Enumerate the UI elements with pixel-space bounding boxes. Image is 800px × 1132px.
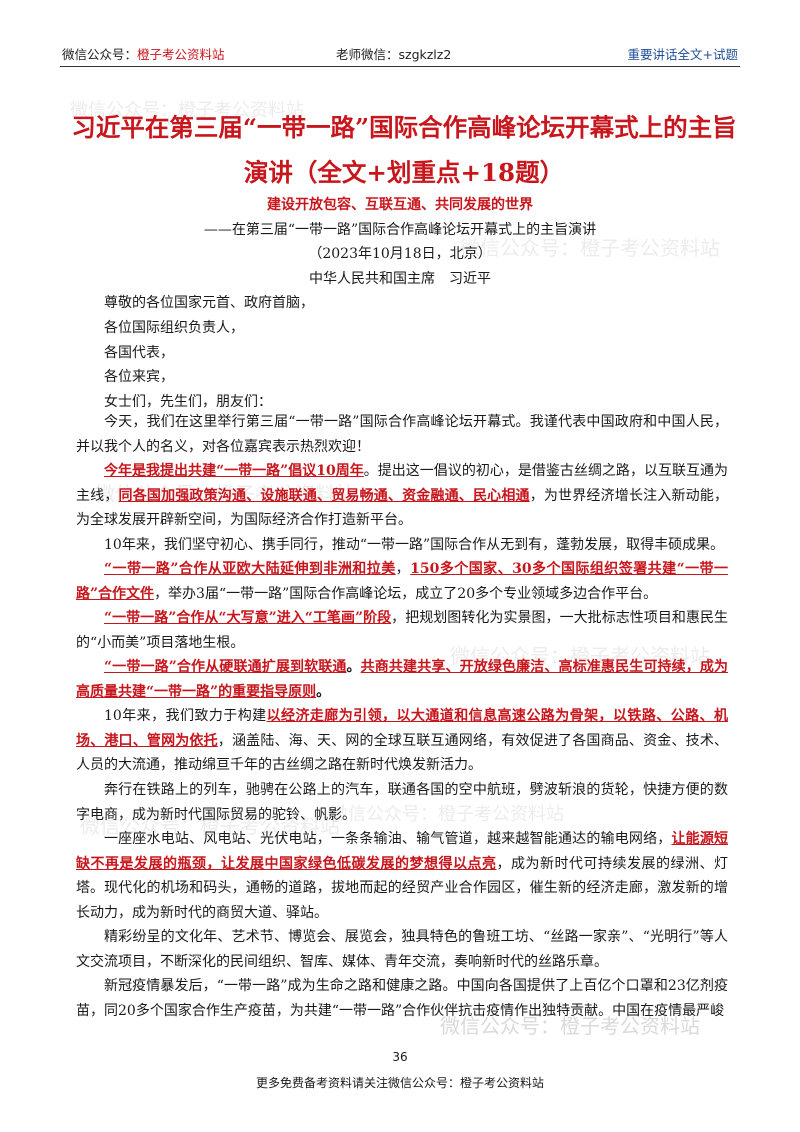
key-point-highlight: 共商共建共享、开放绿色廉洁、高标准惠民生可持续，成为高质量共建“一带一路”的重要… <box>76 659 729 700</box>
body-paragraph: 一座座水电站、风电站、光伏电站，一条条输油、输气管道，越来越智能通达的输电网络，… <box>76 827 728 901</box>
paragraph-text: 奔行在铁路上的列车，驰骋在公路上的汽车，联通各国的空中航班，劈波斩浪的货轮，快捷… <box>76 782 728 823</box>
speech-subtitle: ——在第三届“一带一路”国际合作高峰论坛开幕式上的主旨演讲 <box>203 222 597 238</box>
paragraph-text: 新冠疫情暴发后，“一带一路”成为生命之路和健康之路。中国向各国提供了上百亿个口罩… <box>76 978 728 1019</box>
body-paragraph: 今年是我提出共建“一带一路”倡议10周年。提出这一倡议的初心，是借鉴古丝绸之路，… <box>76 459 728 533</box>
body-paragraph: 精彩纷呈的文化年、艺术节、博览会、展览会，独具特色的鲁班工坊、“丝路一家亲”、“… <box>76 925 728 974</box>
greeting-line: 尊敬的各位国家元首、政府首脑， <box>104 295 314 311</box>
paragraph-text: ，涵盖陆、海、天、网的全球互联互通网络，有效促进了各国商品、资金、技术、人员的大… <box>76 732 729 774</box>
paragraph-text: ，成为新时代可持续发展的绿洲、灯塔。 <box>76 855 728 897</box>
header-series-title: 重要讲话全文+试题 <box>627 47 738 62</box>
key-point-highlight: “一带一路”合作从硬联通扩展到软联通 <box>104 659 347 675</box>
body-paragraph: “一带一路”合作从硬联通扩展到软联通。共商共建共享、开放绿色廉洁、高标准惠民生可… <box>76 655 728 704</box>
body-paragraph: 今天，我们在这里举行第三届“一带一路”国际合作高峰论坛开幕式。我谨代表中国政府和… <box>76 410 728 459</box>
paragraph-text: 今天，我们在这里举行第三届“一带一路”国际合作高峰论坛开幕式。我谨代表中国政府和… <box>76 414 728 455</box>
greeting-line: 女士们，先生们，朋友们： <box>104 394 272 410</box>
header-teacher-wechat: 老师微信：szgkzlz2 <box>336 47 452 62</box>
body-paragraph: “一带一路”合作从亚欧大陆延伸到非洲和拉美，150多个国家、30多个国际组织签署… <box>76 557 728 606</box>
paragraph-text: ，为世界经济增长注入新动能，为全球发展开辟新空间，为国际经济合作打造新平台。 <box>76 487 729 529</box>
header-wechat-label: 微信公众号： <box>62 47 138 62</box>
body-paragraph: 现代化的机场和码头，通畅的道路，拔地而起的经贸产业合作园区，催生新的经济走廊，激… <box>76 876 728 925</box>
speech-title: 建设开放包容、互联互通、共同发展的世界 <box>267 197 533 213</box>
paragraph-text: ， <box>395 561 411 577</box>
paragraph-text: 10年来，我们坚守初心、携手同行，推动“一带一路”国际合作从无到有，蓬勃发展，取… <box>104 537 725 553</box>
greeting-line: 各位来宾， <box>104 369 174 385</box>
page-footer: 更多免费备考资料请关注微信公众号：橙子考公资料站 <box>255 1076 544 1090</box>
key-point-highlight: “一带一路”合作从亚欧大陆延伸到非洲和拉美 <box>104 561 396 577</box>
body-paragraph: 10年来，我们致力于构建以经济走廊为引领，以大通道和信息高速公路为骨架，以铁路、… <box>76 704 728 778</box>
header-wechat-account: 微信公众号：橙子考公资料站 <box>62 44 225 63</box>
speaker-line: 中华人民共和国主席 习近平 <box>309 271 491 287</box>
page-header: 微信公众号：橙子考公资料站 老师微信：szgkzlz2 重要讲话全文+试题 <box>60 38 740 67</box>
page-number: 36 <box>392 1050 408 1064</box>
paragraph-text: 10年来，我们致力于构建 <box>104 708 267 724</box>
body-paragraph: 10年来，我们坚守初心、携手同行，推动“一带一路”国际合作从无到有，蓬勃发展，取… <box>76 533 728 558</box>
paragraph-text: 。 <box>316 683 331 700</box>
paragraph-text: ，举办3届“一带一路”国际合作高峰论坛，成立了20多个专业领域多边合作平台。 <box>154 585 658 602</box>
greeting-line: 各国代表， <box>104 345 174 361</box>
key-point-highlight: 150多个国家、30多个国际组织签署共建“一带一路”合作文件 <box>76 561 729 602</box>
paragraph-text: ，把规划图转化为实景图，一大批标志性项目和惠民生的“小而美”项目落地生根。 <box>76 610 728 651</box>
body-paragraph: 新冠疫情暴发后，“一带一路”成为生命之路和健康之路。中国向各国提供了上百亿个口罩… <box>76 974 728 1023</box>
paragraph-text: 精彩纷呈的文化年、艺术节、博览会、展览会，独具特色的鲁班工坊、“丝路一家亲”、“… <box>76 929 728 970</box>
body-paragraph: 奔行在铁路上的列车，驰骋在公路上的汽车，联通各国的空中航班，劈波斩浪的货轮，快捷… <box>76 778 728 827</box>
greeting-line: 各位国际组织负责人， <box>104 320 244 336</box>
paragraph-text: 一座座水电站、风电站、光伏电站，一条条输油、输气管道，越来越智能通达的输电网络， <box>104 831 672 847</box>
key-point-highlight: “一带一路”合作从“大写意”进入“工笔画”阶段 <box>104 610 392 626</box>
key-point-highlight: 让能源短缺不再是发展的瓶颈，让发展中国家绿色低碳发展的梦想得以点亮 <box>76 831 729 872</box>
key-point-highlight: 同各国加强政策沟通、设施联通、贸易畅通、资金融通、民心相通 <box>118 487 530 504</box>
speech-date: （2023年10月18日，北京） <box>308 246 492 262</box>
paragraph-text: 现代化的机场和码头，通畅的道路，拔地而起的经贸产业合作园区，催生新的经济走廊，激… <box>76 880 728 921</box>
key-point-highlight: 以经济走廊为引领，以大通道和信息高速公路为骨架，以铁路、公路、机场、港口、管网为… <box>76 708 728 749</box>
body-paragraph: “一带一路”合作从“大写意”进入“工笔画”阶段，把规划图转化为实景图，一大批标志… <box>76 606 728 655</box>
paragraph-text: 。提出这一倡议的初心，是借鉴古丝绸之路，以互联互通为主线， <box>76 463 728 504</box>
document-title: 习近平在第三届“一带一路”国际合作高峰论坛开幕式上的主旨演讲（全文+划重点+18… <box>71 113 737 187</box>
header-wechat-name: 橙子考公资料站 <box>137 47 225 62</box>
paragraph-text: 。 <box>346 659 361 675</box>
key-point-highlight: 今年是我提出共建“一带一路”倡议10周年 <box>104 463 364 479</box>
